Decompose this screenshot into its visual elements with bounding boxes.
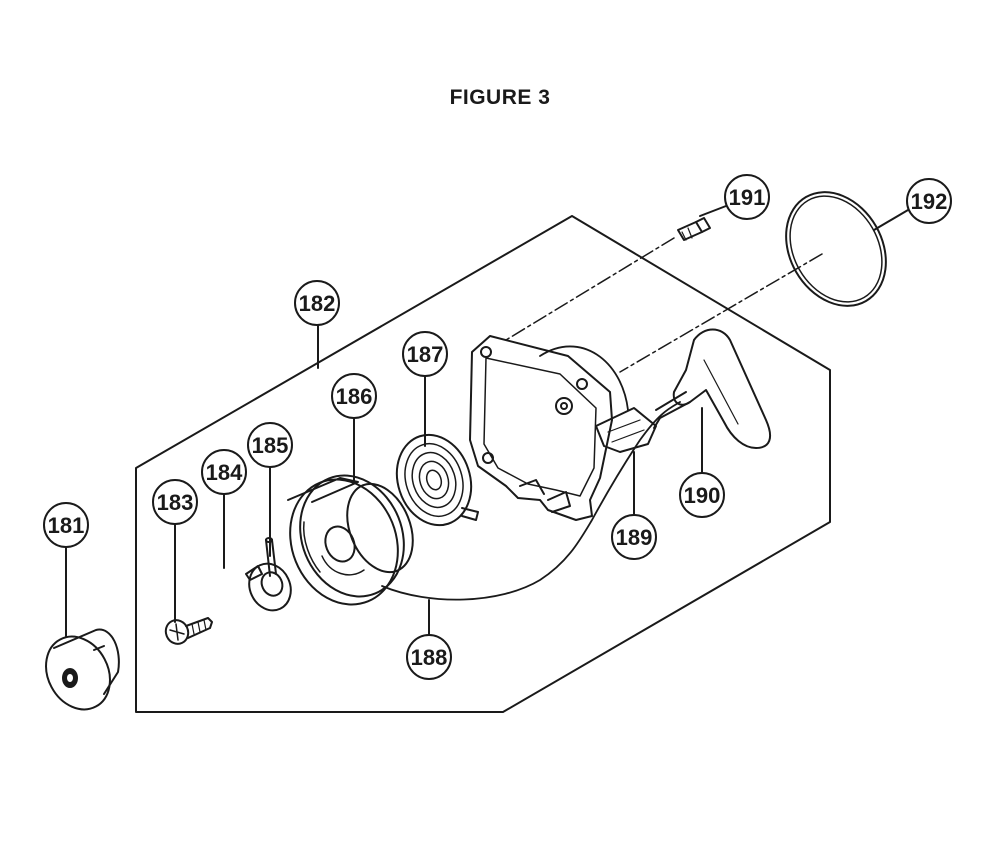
figure-title: FIGURE 3 xyxy=(449,86,551,109)
part-192-cover-ring xyxy=(785,191,887,307)
callout-label: 192 xyxy=(911,189,948,214)
callout-label: 186 xyxy=(336,384,373,409)
callout-label: 187 xyxy=(407,342,444,367)
centerline-cover xyxy=(619,253,823,373)
part-181-pulley xyxy=(45,628,120,711)
part-187-spring xyxy=(395,433,479,527)
leader-191 xyxy=(699,205,727,217)
callout-label: 189 xyxy=(616,525,653,550)
part-188-rope xyxy=(381,401,681,601)
part-190-handle xyxy=(653,328,772,449)
callout-label: 183 xyxy=(157,490,194,515)
callout-185: 185 xyxy=(247,422,293,468)
leader-192 xyxy=(873,209,909,231)
callout-192: 192 xyxy=(906,178,952,224)
callout-188: 188 xyxy=(406,634,452,680)
callout-182: 182 xyxy=(294,280,340,326)
assembly-boundary xyxy=(135,215,831,713)
callout-184: 184 xyxy=(201,449,247,495)
callout-189: 189 xyxy=(611,514,657,560)
callout-label: 185 xyxy=(252,433,289,458)
callout-190: 190 xyxy=(679,472,725,518)
centerline-screw xyxy=(505,237,675,341)
callout-label: 182 xyxy=(299,291,336,316)
part-191-screw xyxy=(677,217,711,241)
callout-183: 183 xyxy=(152,479,198,525)
part-184-washer xyxy=(245,562,292,612)
callout-label: 190 xyxy=(684,483,721,508)
callout-label: 184 xyxy=(206,460,243,485)
part-189-housing xyxy=(469,335,657,521)
callout-181: 181 xyxy=(43,502,89,548)
callout-label: 191 xyxy=(729,185,766,210)
part-186-reel xyxy=(287,474,414,606)
callout-label: 181 xyxy=(48,513,85,538)
part-185-pin xyxy=(265,537,277,577)
callout-187: 187 xyxy=(402,331,448,377)
callout-186: 186 xyxy=(331,373,377,419)
callout-191: 191 xyxy=(724,174,770,220)
part-192-cover-ring-inner xyxy=(789,195,883,303)
part-183-screw xyxy=(164,617,213,645)
callout-label: 188 xyxy=(411,645,448,670)
